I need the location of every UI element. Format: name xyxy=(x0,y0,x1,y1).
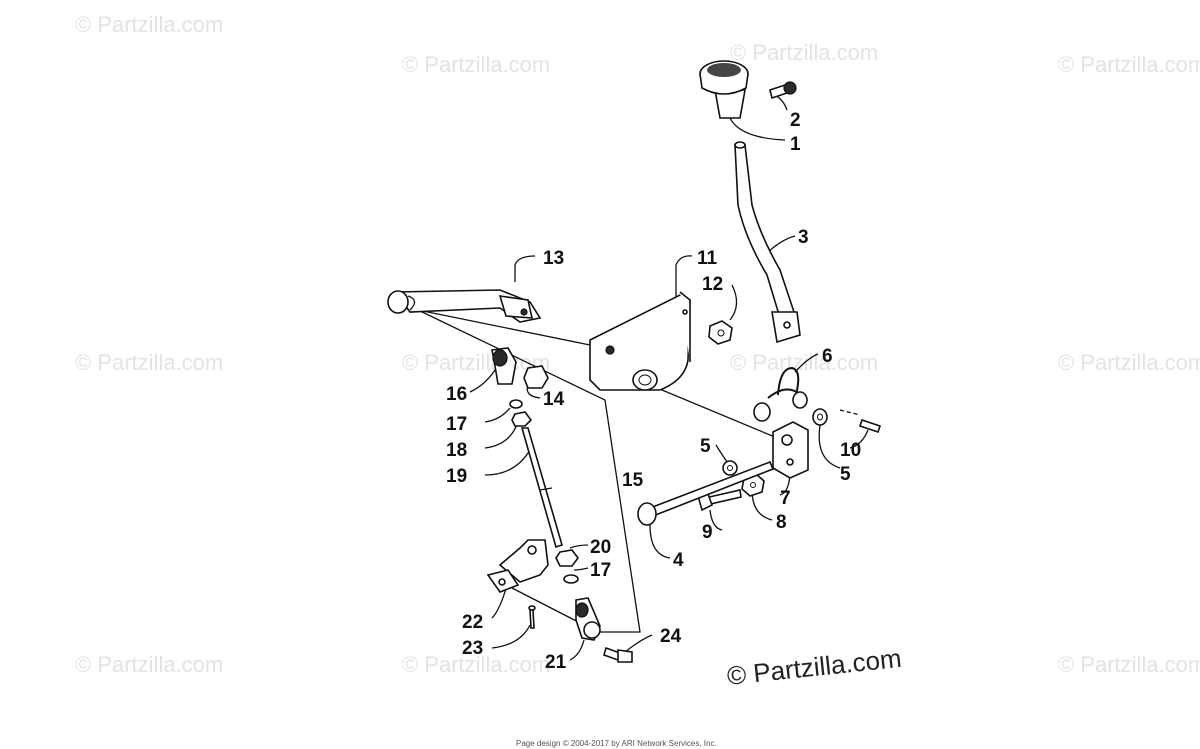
callout-16: 16 xyxy=(446,384,467,405)
leader-line xyxy=(469,369,496,393)
pivot-pin xyxy=(637,460,775,526)
leader-line xyxy=(491,624,531,649)
leader-line xyxy=(484,449,531,476)
leader-line xyxy=(675,255,693,298)
callout-layer: 2 1 3 13 11 12 6 16 14 17 5 10 18 5 19 1… xyxy=(446,110,861,673)
watermark: © Partzilla.com xyxy=(1058,52,1200,77)
callout-17-lower: 17 xyxy=(590,560,611,581)
lower-screw xyxy=(528,605,536,629)
callout-7: 7 xyxy=(780,488,791,509)
callout-10: 10 xyxy=(840,440,861,461)
watermark: © Partzilla.com xyxy=(1058,652,1200,677)
watermark: © Partzilla.com xyxy=(402,652,550,677)
callout-2: 2 xyxy=(790,110,801,131)
watermark: © Partzilla.com xyxy=(730,40,878,65)
leader-line xyxy=(729,117,786,141)
jam-nut-lower xyxy=(555,549,579,567)
leader-line xyxy=(624,634,653,653)
watermark: © Partzilla.com xyxy=(75,12,223,37)
leader-line xyxy=(569,544,589,549)
leader-line xyxy=(514,255,536,282)
cap-nut xyxy=(523,365,549,389)
leader-line xyxy=(729,284,738,321)
ball-joint-lower xyxy=(575,597,601,641)
callout-22: 22 xyxy=(462,612,483,633)
watermark: © Partzilla.com xyxy=(402,52,550,77)
callout-6: 6 xyxy=(822,346,833,367)
lock-washer-upper xyxy=(509,399,523,409)
page-footer: Page design © 2004-2017 by ARI Network S… xyxy=(516,739,717,748)
threaded-rod xyxy=(520,427,563,549)
leader-line xyxy=(569,639,585,661)
bolt xyxy=(696,489,742,512)
washer-right xyxy=(812,408,828,426)
bracket-nut xyxy=(708,320,733,345)
clevis-block xyxy=(772,421,809,479)
callout-4: 4 xyxy=(673,550,684,571)
callout-5-right: 5 xyxy=(840,464,851,485)
cotter-pin xyxy=(839,409,882,434)
callout-11: 11 xyxy=(697,248,718,269)
callout-1: 1 xyxy=(790,134,801,155)
callout-5-left: 5 xyxy=(700,436,711,457)
mounting-bracket xyxy=(589,291,691,391)
spring xyxy=(753,366,808,422)
callout-14: 14 xyxy=(543,389,565,410)
leader-line xyxy=(715,444,729,464)
callout-24: 24 xyxy=(660,626,682,647)
callout-17-upper: 17 xyxy=(446,414,467,435)
screw xyxy=(769,81,797,100)
leader-line xyxy=(709,509,723,531)
watermark: © Partzilla.com xyxy=(1058,350,1200,375)
callout-18: 18 xyxy=(446,440,467,461)
leader-line xyxy=(649,384,783,441)
leader-line xyxy=(484,421,519,449)
shift-knob xyxy=(699,60,749,119)
watermark-layer: © Partzilla.com © Partzilla.com © Partzi… xyxy=(75,12,1200,677)
callout-15: 15 xyxy=(622,470,644,491)
ball-joint-upper xyxy=(491,347,517,385)
leader-line xyxy=(417,309,591,346)
jam-nut-upper xyxy=(511,411,533,427)
callout-20: 20 xyxy=(590,537,611,558)
lock-washer-lower xyxy=(563,574,579,584)
callout-3: 3 xyxy=(798,227,809,248)
washer-left xyxy=(722,460,738,476)
callout-13: 13 xyxy=(543,248,564,269)
callout-23: 23 xyxy=(462,638,483,659)
lower-bracket xyxy=(486,539,549,593)
lower-bolt xyxy=(603,646,633,663)
leader-line xyxy=(573,567,589,571)
leader-line xyxy=(849,429,869,449)
callout-8: 8 xyxy=(776,512,787,533)
callout-9: 9 xyxy=(702,522,713,543)
leader-line xyxy=(818,424,841,469)
watermark: © Partzilla.com xyxy=(75,652,223,677)
callout-21: 21 xyxy=(545,652,567,673)
callout-12: 12 xyxy=(702,274,723,295)
shift-lever-rod xyxy=(734,141,801,344)
watermark: © Partzilla.com xyxy=(402,350,550,375)
partzilla-brand-stamp: © Partzilla.com xyxy=(725,643,902,691)
leader-line xyxy=(649,524,671,559)
leader-line xyxy=(484,407,511,423)
lever-arm xyxy=(387,289,542,323)
watermark: © Partzilla.com xyxy=(75,350,223,375)
callout-19: 19 xyxy=(446,466,467,487)
leader-line xyxy=(794,353,819,373)
